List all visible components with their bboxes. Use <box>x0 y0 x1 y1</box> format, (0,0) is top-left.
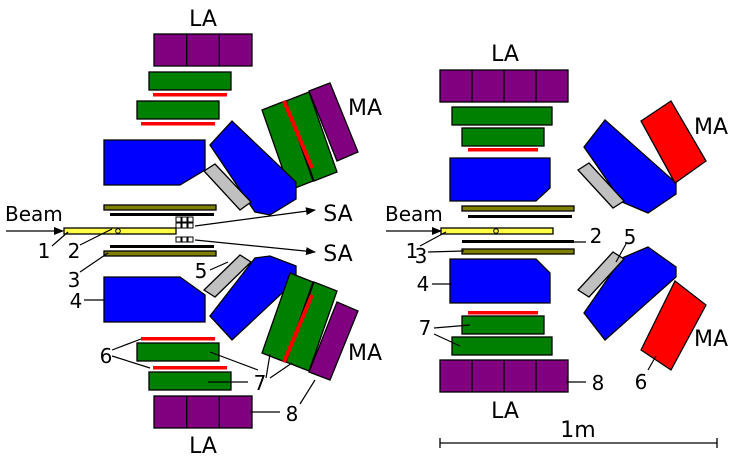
left-label-8: 8 <box>286 402 299 426</box>
left-sa-top-arrow <box>194 207 316 227</box>
right-label-7: 7 <box>419 316 432 340</box>
left-top-gray-plate <box>202 163 252 211</box>
right-leader-lines <box>419 231 657 383</box>
left-black-bar-bottom <box>110 245 214 248</box>
right-bottom-gray-plate <box>576 251 626 298</box>
left-la-bottom-block <box>153 395 253 429</box>
left-olive-bar-bottom <box>103 250 217 257</box>
right-top-green-bar-2 <box>461 127 545 147</box>
left-label-2: 2 <box>68 239 81 263</box>
left-top-green-bar-2 <box>136 100 220 120</box>
right-label-6: 6 <box>635 370 648 394</box>
right-target-marker <box>493 228 499 234</box>
right-bottom-blue-block <box>449 258 551 304</box>
right-label-3: 3 <box>415 244 428 268</box>
left-la-bottom-label: LA <box>189 434 217 459</box>
right-top-green-bar-1 <box>451 106 553 126</box>
left-top-green-bar-1 <box>148 71 232 91</box>
right-la-top-label: LA <box>491 42 519 67</box>
right-la-top-block <box>439 69 569 103</box>
right-bottom-green-bar-1 <box>461 315 545 335</box>
left-leader-lines <box>51 228 316 413</box>
left-bottom-green-bar-1 <box>136 342 220 362</box>
left-bottom-green-bar-2 <box>148 371 232 391</box>
left-label-1: 1 <box>38 239 51 263</box>
right-la-bottom-block <box>439 359 569 393</box>
right-top-red-strip <box>468 148 538 152</box>
right-bottom-red-strip <box>468 311 538 315</box>
left-bottom-red-strip-2 <box>153 366 227 370</box>
right-ma-top-label: MA <box>694 115 728 140</box>
right-ma-bottom-block <box>640 279 707 371</box>
left-top-blue-wedge <box>209 120 297 216</box>
right-beam-label: Beam <box>385 202 443 226</box>
left-ma-top-block <box>261 82 359 191</box>
right-top-blue-block <box>449 157 551 202</box>
right-label-2: 2 <box>590 224 603 248</box>
left-sa-bottom-arrow <box>194 239 316 256</box>
right-olive-bar-bottom <box>461 248 575 255</box>
left-top-blue-block <box>103 139 206 186</box>
left-target-marker <box>115 228 121 234</box>
left-la-top-block <box>153 33 253 67</box>
left-ma-bottom-label: MA <box>348 341 382 366</box>
left-black-bar-top <box>110 213 214 216</box>
left-label-5: 5 <box>195 259 208 283</box>
right-top-gray-plate <box>576 162 626 209</box>
left-bottom-red-strip-1 <box>141 337 215 341</box>
right-setup: LA MA Beam MA <box>385 42 728 448</box>
left-ma-top-label: MA <box>348 96 382 121</box>
right-bottom-green-bar-2 <box>451 336 553 356</box>
left-beam-label: Beam <box>5 202 63 226</box>
left-ma-bottom-block <box>261 272 359 381</box>
right-black-bar-top <box>468 215 572 218</box>
left-small-detectors <box>175 216 194 243</box>
left-la-top-label: LA <box>189 7 217 32</box>
left-bottom-blue-wedge <box>209 255 297 341</box>
right-ma-bottom-label: MA <box>694 327 728 352</box>
left-setup: LA MA SA <box>5 7 382 459</box>
left-top-red-strip-2 <box>141 122 215 126</box>
left-sa-bottom-label: SA <box>323 242 352 267</box>
right-olive-bar-top <box>461 205 575 212</box>
left-label-7: 7 <box>254 371 267 395</box>
right-la-bottom-label: LA <box>491 399 519 424</box>
right-label-5: 5 <box>624 225 637 249</box>
scale-bar <box>439 438 718 448</box>
left-top-red-strip-1 <box>153 93 227 97</box>
right-ma-top-block <box>640 100 707 184</box>
left-bottom-blue-block <box>103 276 206 323</box>
left-sa-top-label: SA <box>323 202 352 227</box>
left-label-6: 6 <box>100 344 113 368</box>
right-label-8: 8 <box>592 371 605 395</box>
left-label-3: 3 <box>68 268 81 292</box>
left-label-4: 4 <box>70 289 83 313</box>
left-bottom-gray-plate <box>202 254 253 298</box>
right-label-4: 4 <box>417 272 430 296</box>
scale-bar-label: 1m <box>560 418 595 443</box>
right-label-1: 1 <box>406 239 419 263</box>
left-olive-bar-top <box>103 204 217 211</box>
